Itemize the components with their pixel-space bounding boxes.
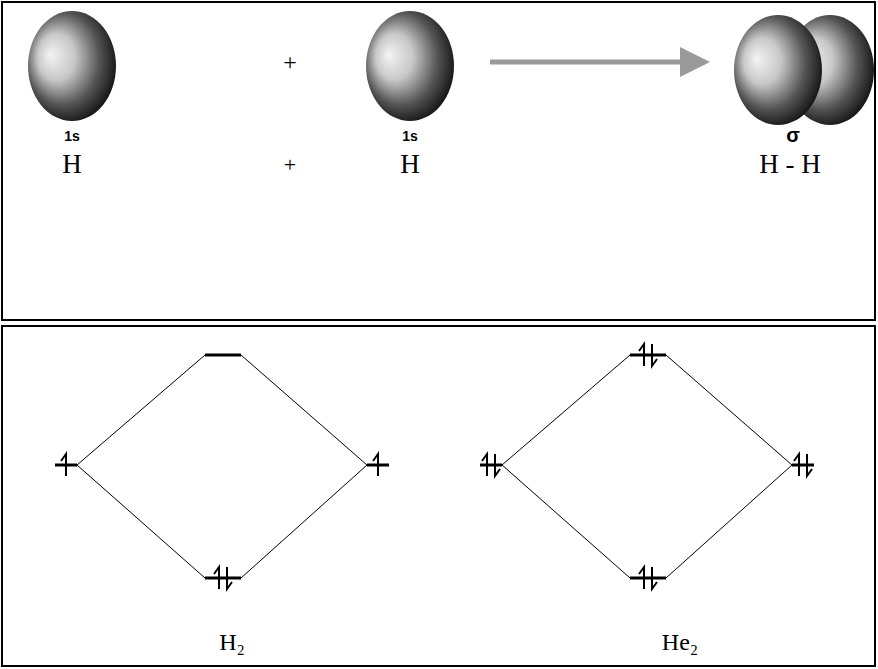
- electron-down: [652, 344, 657, 366]
- mo-diagram: [55, 344, 814, 589]
- correlation-line: [241, 355, 367, 465]
- electron-up: [794, 454, 799, 476]
- electron-down: [652, 567, 657, 589]
- energy-level: [205, 577, 241, 580]
- orbital-label: σ: [786, 124, 800, 146]
- electron-up: [373, 454, 378, 476]
- electron-down: [227, 567, 232, 589]
- top-panel: [2, 2, 875, 320]
- energy-level: [480, 464, 502, 467]
- bottom-panel: [2, 326, 875, 666]
- correlation-line: [241, 465, 367, 578]
- plus-sign: +: [284, 153, 296, 177]
- s-orbital: [366, 11, 454, 121]
- correlation-line: [77, 355, 205, 465]
- atom-label: H: [400, 150, 420, 180]
- orbital-label: 1s: [64, 129, 80, 144]
- correlation-line: [502, 355, 630, 465]
- energy-level: [630, 354, 666, 357]
- plus-sign: +: [283, 49, 297, 75]
- energy-level: [792, 464, 814, 467]
- s-orbital: [28, 11, 116, 121]
- energy-level: [630, 577, 666, 580]
- correlation-line: [77, 465, 205, 578]
- atom-label: H: [62, 150, 82, 180]
- energy-level: [205, 354, 241, 357]
- orbital-label: 1s: [402, 129, 418, 144]
- molecule-label: He₂: [662, 629, 698, 655]
- electron-down: [495, 454, 500, 476]
- electron-down: [807, 454, 812, 476]
- correlation-line: [666, 355, 792, 465]
- electron-up: [482, 454, 487, 476]
- molecule-label: H₂: [219, 629, 245, 655]
- electron-up: [214, 567, 219, 589]
- electron-up: [639, 344, 644, 366]
- correlation-line: [666, 465, 792, 578]
- reaction-arrow: [490, 60, 705, 65]
- correlation-line: [502, 465, 630, 578]
- molecule-label: H - H: [759, 150, 821, 180]
- sigma-orbital: [734, 15, 822, 125]
- electron-up: [639, 567, 644, 589]
- electron-up: [61, 454, 66, 476]
